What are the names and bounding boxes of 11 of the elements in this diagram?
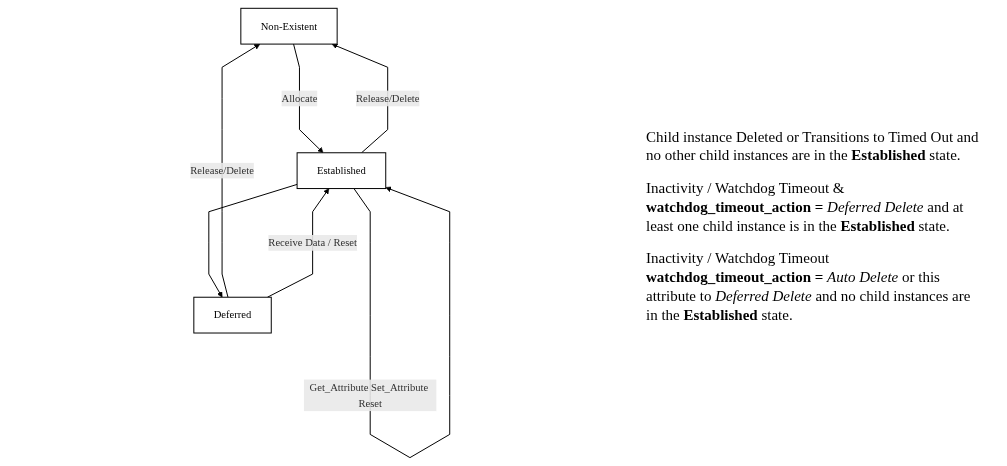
condition-note: Inactivity / Watchdog Timeout watchdog_timeout_action = Auto Delete or this attribute to Deferred Delete and no child instances are in the Established state.	[646, 249, 972, 325]
condition-note: Child instance Deleted or Transitions to Timed Out and no other child instances are in the Established state.	[646, 127, 980, 166]
condition-note: Inactivity / Watchdog Timeout & watchdog_timeout_action = Deferred Delete and at least one child instance is in the Established state.	[646, 179, 965, 236]
edge-label: Allocate	[281, 92, 318, 104]
edge-label: Release/Delete	[355, 92, 420, 104]
node-box: Deferred	[193, 296, 272, 334]
edge-label: Get_Attribute Set_Attribute Reset	[309, 381, 429, 409]
node-box: Non-Existent	[240, 7, 338, 45]
edge-label: Release/Delete	[190, 164, 254, 176]
edge-label: Receive Data / Reset	[268, 236, 357, 249]
node-box: Established	[296, 152, 387, 190]
